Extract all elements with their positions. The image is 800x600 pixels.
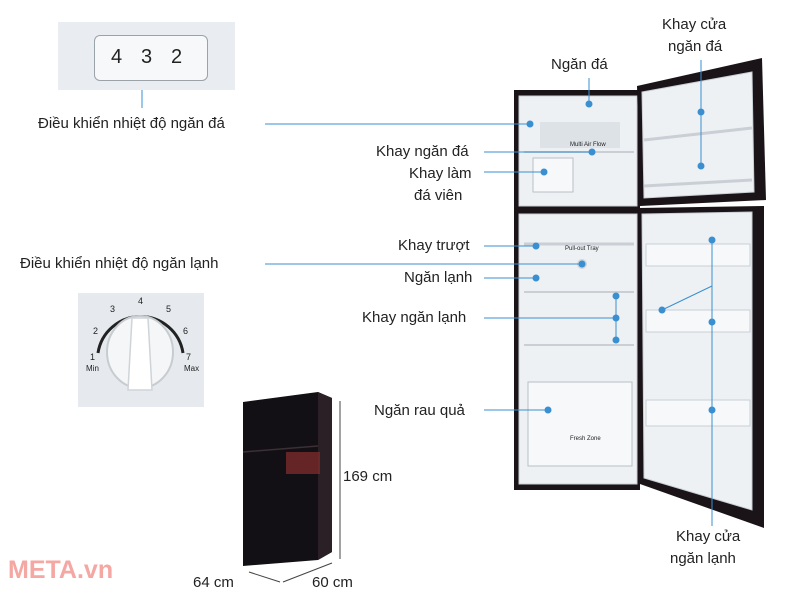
knob-number: 1 (90, 352, 96, 362)
knob-number: 3 (110, 304, 116, 314)
knob-min-label: Min (86, 364, 99, 373)
panel-text-zone: Fresh Zone (570, 436, 601, 442)
label-freezer-door-tray-line2: ngăn đá (668, 38, 723, 55)
knob-number: 2 (93, 326, 99, 336)
brand-watermark: META.vn (8, 556, 114, 584)
label-fridge-temp-control: Điều khiển nhiệt độ ngăn lạnh (20, 255, 219, 272)
label-fridge-door-tray-line2: ngăn lạnh (670, 550, 736, 567)
knob-number: 7 (186, 352, 192, 362)
dial-number: 3 (141, 46, 153, 68)
freezer-dial-face: 4 3 2 (94, 35, 208, 81)
dimension-depth: 60 cm (312, 574, 353, 591)
knob-number: 5 (166, 304, 172, 314)
dimension-height: 169 cm (343, 468, 393, 485)
label-fridge-shelf: Khay ngăn lạnh (362, 309, 467, 326)
dial-number: 2 (171, 46, 183, 68)
panel-text-airflow: Multi Air Flow (570, 142, 606, 148)
panel-text-tray: Pull-out Tray (565, 246, 599, 252)
knob-max-label: Max (184, 364, 200, 373)
dimension-width: 64 cm (193, 574, 234, 591)
label-fridge-door-tray-line1: Khay cửa (676, 528, 741, 545)
label-ice-tray-line2: đá viên (414, 187, 463, 204)
label-slide-tray: Khay trượt (398, 237, 470, 254)
dial-number: 4 (111, 46, 123, 68)
label-freezer-door-tray-line1: Khay cửa (662, 16, 727, 33)
label-fridge: Ngăn lạnh (404, 269, 473, 286)
label-freezer-shelf: Khay ngăn đá (376, 143, 469, 160)
label-crisper: Ngăn rau quả (374, 402, 465, 419)
label-ice-tray-line1: Khay làm (409, 165, 472, 182)
label-freezer: Ngăn đá (551, 56, 608, 73)
knob-number: 4 (138, 296, 144, 306)
label-freezer-temp-control: Điều khiển nhiệt độ ngăn đá (38, 115, 225, 132)
knob-number: 6 (183, 326, 189, 336)
